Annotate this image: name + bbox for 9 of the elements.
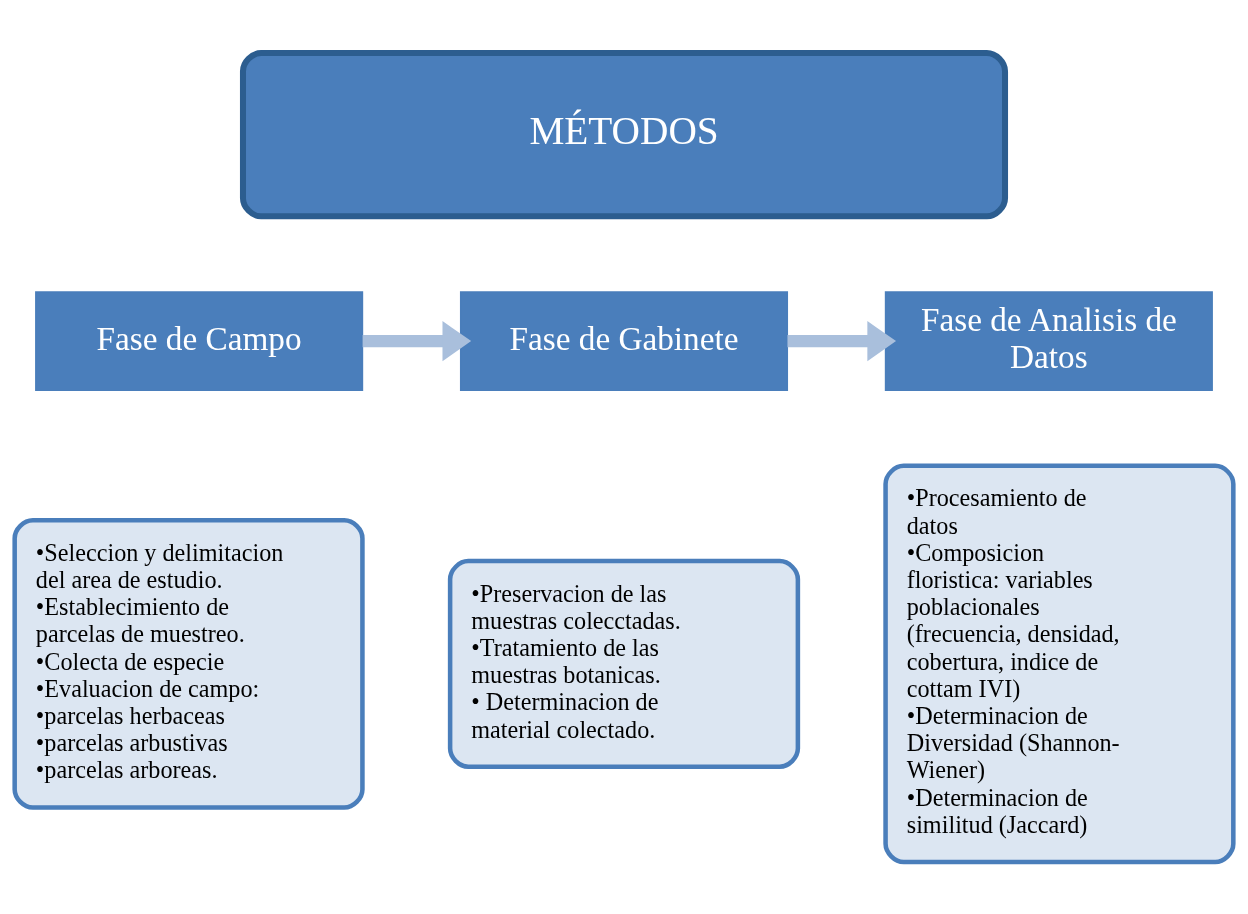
node-box: Fase de Analisis de Datos xyxy=(884,290,1213,391)
node-box: Fase de Gabinete xyxy=(459,290,789,391)
arrow xyxy=(362,320,472,361)
node-box: •Seleccion y delimitacion del area de estudio. •Establecimiento de parcelas de muestreo. •Colecta de especie •Evaluacion de campo: •parcelas herbaceas •parcelas arbustivas •parcelas arboreas. xyxy=(12,517,365,810)
arrow xyxy=(787,320,897,361)
node-box: •Preservacion de las muestras colecctadas. •Tratamiento de las muestras botanicas. • Determinacion de material colectado. xyxy=(447,558,801,769)
node-box: Fase de Campo xyxy=(35,290,364,391)
node-box: •Procesamiento de datos •Composicion floristica: variables poblacionales (frecuencia, densidad, cobertura, indice de cottam IVI) •Determinacion de Diversidad (Shannon-Wiener) •Determinacion de similitud (Jaccard) xyxy=(883,463,1236,864)
node-box: MÉTODOS xyxy=(239,49,1009,219)
